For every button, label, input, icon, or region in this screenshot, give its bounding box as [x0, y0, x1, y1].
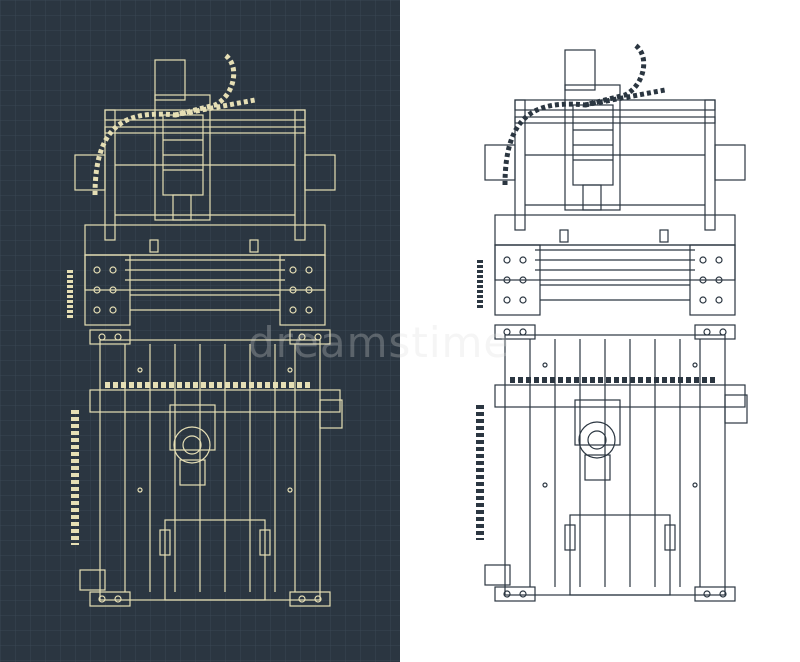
front-view-light — [480, 45, 745, 315]
watermark-text: dreamstime — [248, 318, 511, 367]
